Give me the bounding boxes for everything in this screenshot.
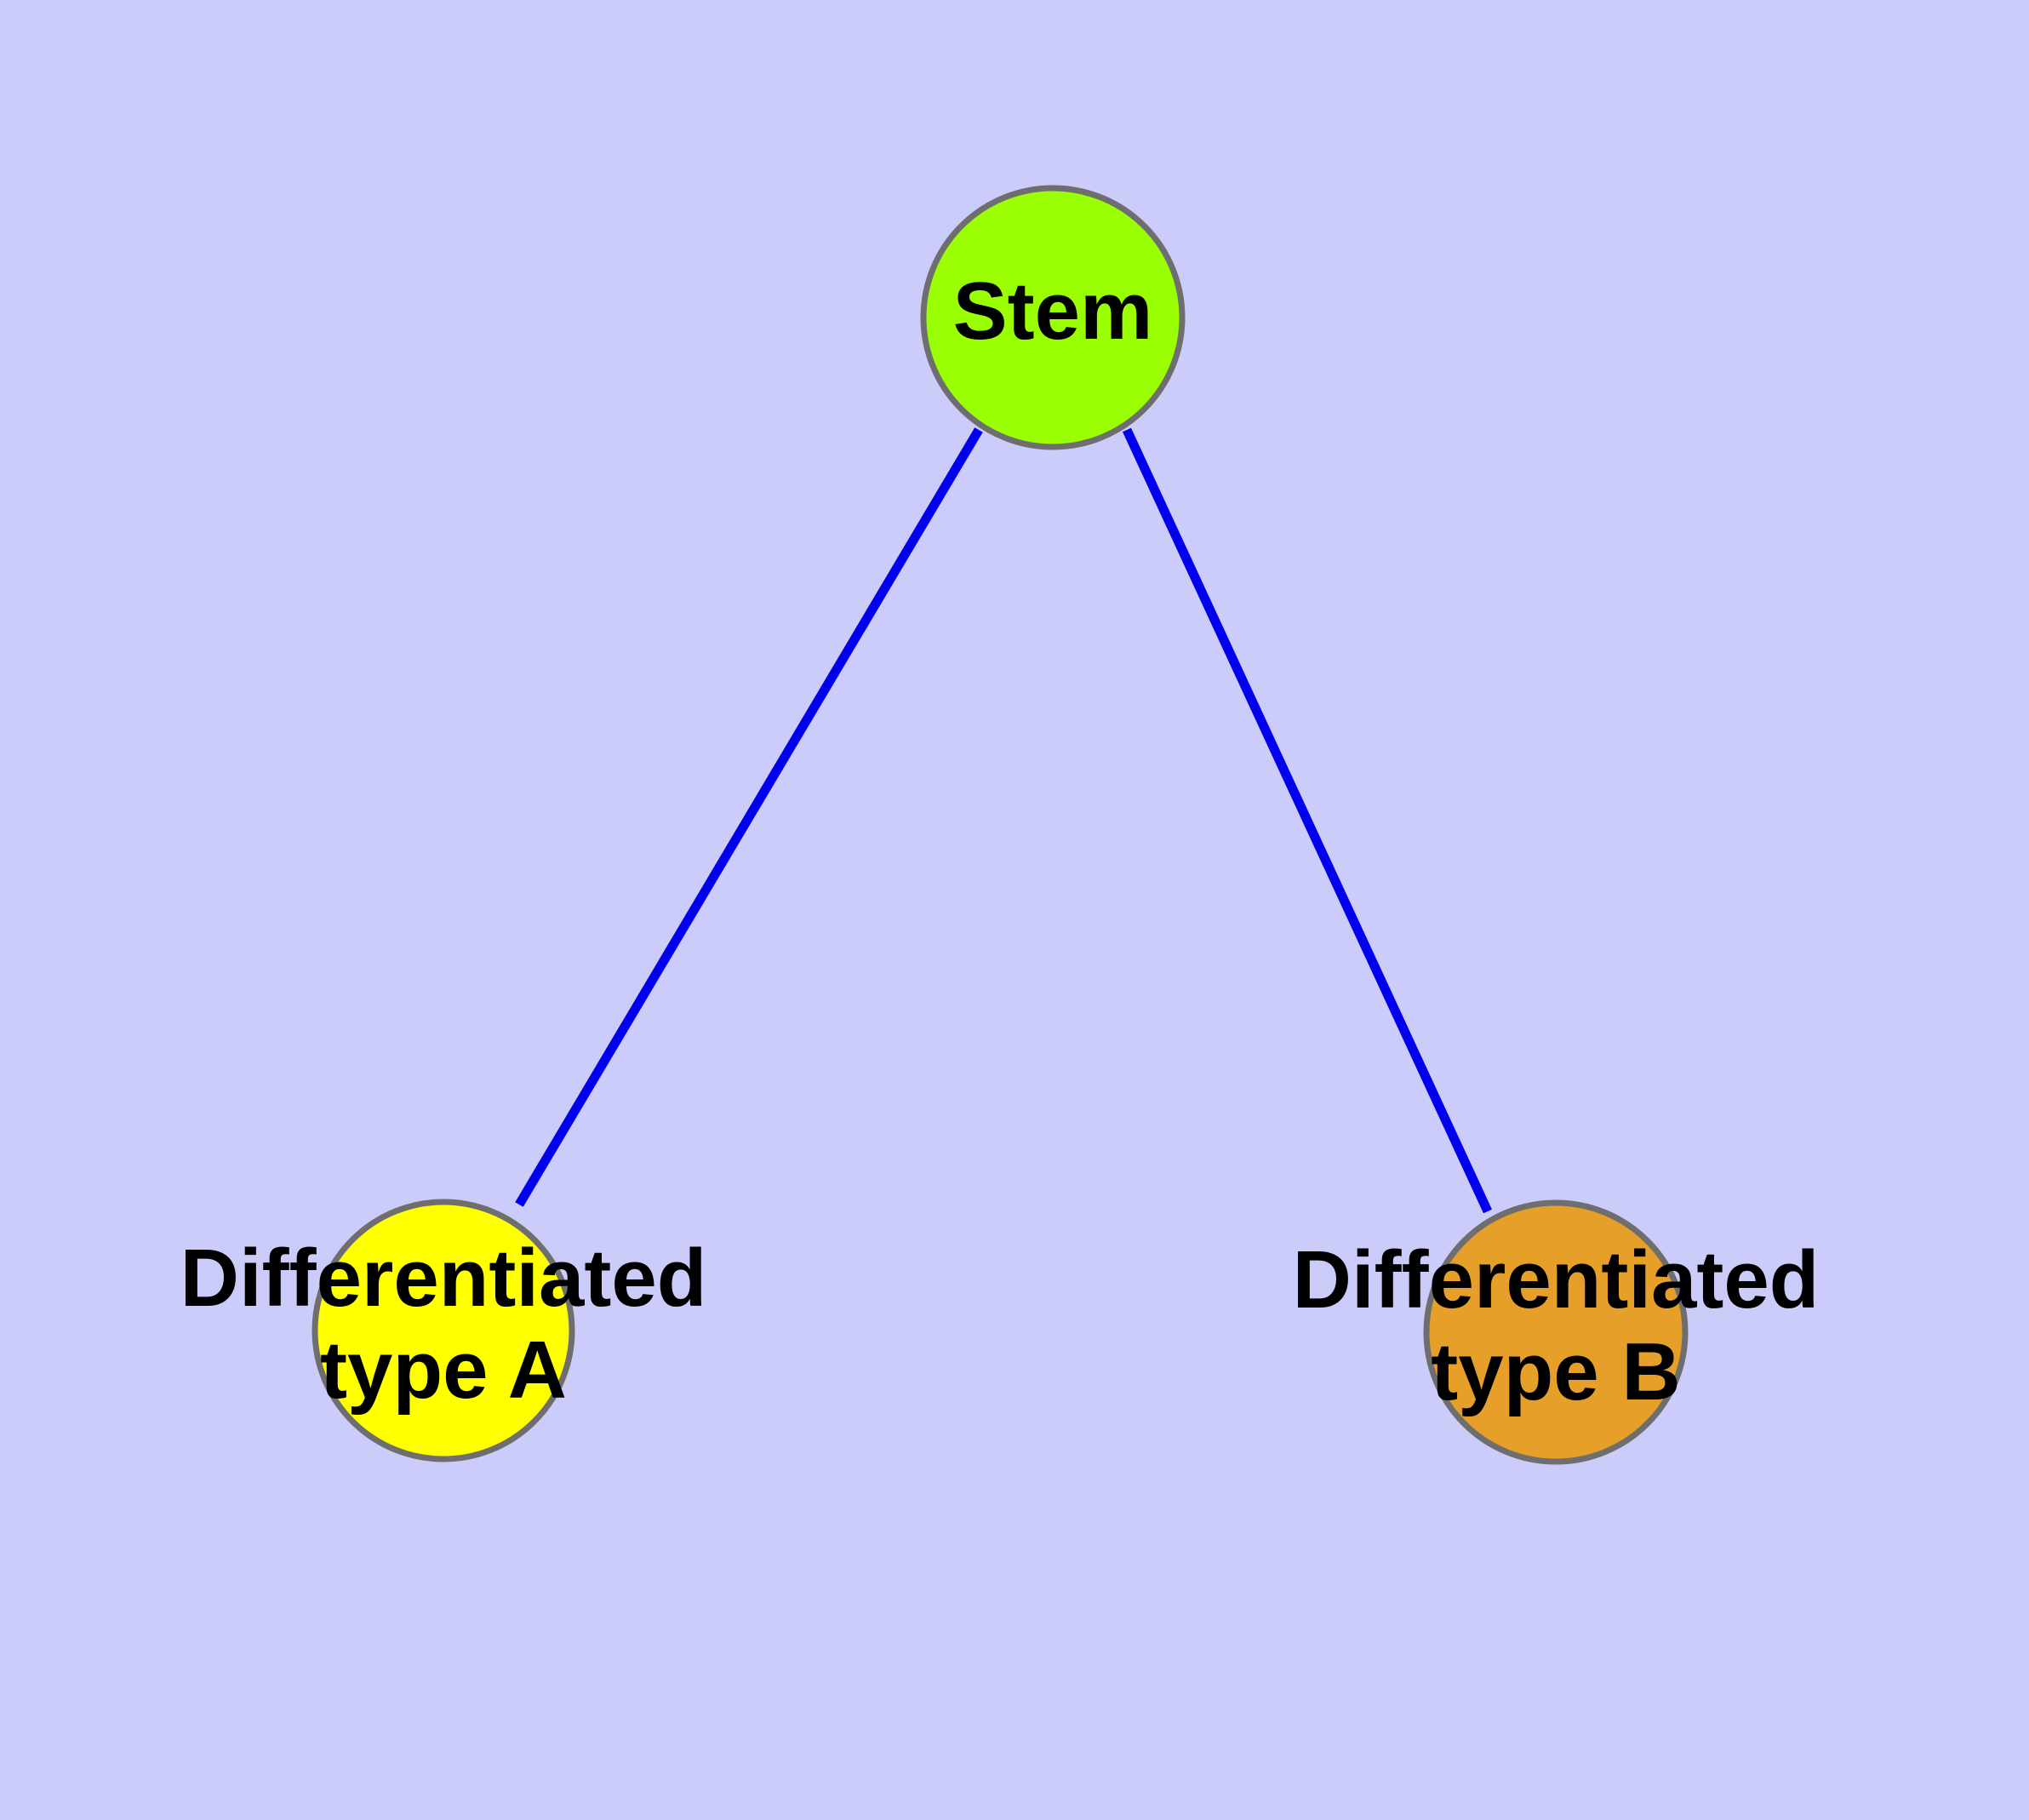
node-label-line: Differentiated: [180, 1233, 707, 1325]
node-stem-label: Stem: [953, 266, 1153, 357]
edge-stem-to-differentiated-type-a[interactable]: [515, 427, 983, 1207]
nodes-group: [311, 185, 1689, 1465]
node-differentiated-type-a-circle[interactable]: [311, 1199, 575, 1462]
edge-stem-to-differentiated-type-b[interactable]: [1123, 427, 1492, 1214]
node-stem-circle[interactable]: [920, 185, 1186, 450]
edges-group: [515, 427, 1492, 1214]
node-label-line: Differentiated: [1293, 1235, 1820, 1326]
node-label-line: Stem: [953, 266, 1153, 357]
node-label-line: type B: [1431, 1326, 1680, 1417]
node-label-line: type A: [320, 1325, 567, 1416]
node-differentiated-type-b-circle[interactable]: [1423, 1199, 1689, 1465]
